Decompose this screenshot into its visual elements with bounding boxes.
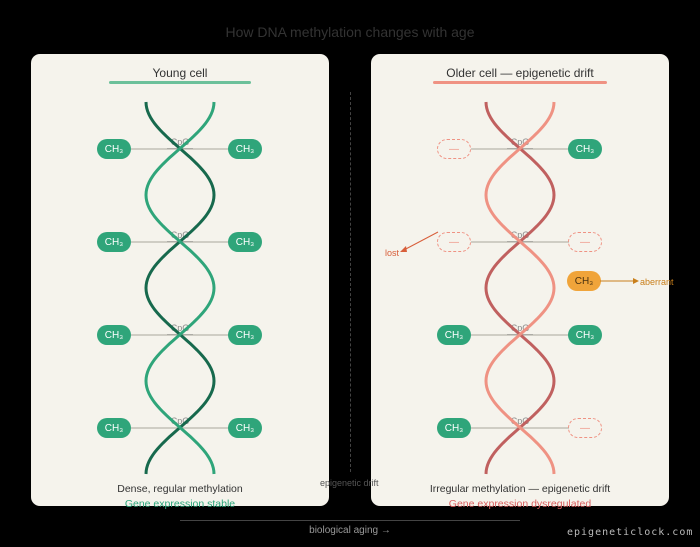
young-strand-a <box>144 101 216 475</box>
young-cell-panel: Young cell CpG CpG CpG CpG Dense, regular m… <box>31 54 329 510</box>
old-cpg-label: CpG <box>511 230 530 240</box>
lost-arrowhead <box>400 246 407 252</box>
old-unmethylated-pill: — <box>437 232 471 252</box>
aging-axis-label: biological aging → <box>309 525 391 536</box>
young-dna-helix: CpG CpG CpG CpG <box>131 101 229 475</box>
old-unmethylated-pill: — <box>568 232 602 252</box>
older-cell-title: Older cell — epigenetic drift <box>446 66 594 80</box>
young-methyl-pill: CH₃ <box>228 418 262 438</box>
drift-label: epigenetic drift <box>320 478 379 488</box>
aging-axis-line <box>180 520 520 521</box>
young-title-underline <box>109 81 251 84</box>
young-methyl-pill: CH₃ <box>97 418 131 438</box>
lost-arrow <box>401 231 439 252</box>
young-cpg-label: CpG <box>171 416 190 426</box>
diagram-title: How DNA methylation changes with age <box>225 24 475 40</box>
young-cpg-label: CpG <box>171 230 190 240</box>
old-unmethylated-pill: — <box>437 139 471 159</box>
young-caption: Dense, regular methylation <box>117 483 243 495</box>
young-cpg-label: CpG <box>171 137 190 147</box>
young-strand-b <box>144 101 216 475</box>
young-methyl-pill: CH₃ <box>97 232 131 252</box>
old-cpg-label: CpG <box>511 416 530 426</box>
old-methyl-pill: CH₃ <box>568 325 602 345</box>
old-cpg-label: CpG <box>511 323 530 333</box>
watermark: epigeneticlock.com <box>567 527 694 538</box>
young-cpg-label: CpG <box>171 323 190 333</box>
young-methyl-pill: CH₃ <box>97 139 131 159</box>
young-methyl-pill: CH₃ <box>228 232 262 252</box>
old-strand-a <box>484 101 556 475</box>
aberrant-label: aberrant <box>640 277 674 287</box>
older-subcaption: Gene expression dysregulated <box>448 498 592 510</box>
panel-divider <box>350 92 351 472</box>
young-subcaption: Gene expression stable <box>124 498 236 510</box>
lost-label: lost <box>385 248 400 258</box>
young-methyl-pill: CH₃ <box>228 325 262 345</box>
young-methyl-pill: CH₃ <box>228 139 262 159</box>
old-unmethylated-pill: — <box>568 418 602 438</box>
old-cpg-label: CpG <box>511 137 530 147</box>
aberrant-arrowhead <box>633 278 639 284</box>
old-methyl-pill: CH₃ <box>568 139 602 159</box>
old-methyl-pill: CH₃ <box>437 418 471 438</box>
old-methyl-pill: CH₃ <box>437 325 471 345</box>
old-aberrant-methyl-pill: CH₃ <box>567 271 601 291</box>
young-methyl-pill: CH₃ <box>97 325 131 345</box>
old-strand-b <box>484 101 556 475</box>
older-caption: Irregular methylation — epigenetic drift <box>429 483 611 495</box>
young-cell-title: Young cell <box>152 66 208 80</box>
older-dna-helix: CpG CpG CpG CpG <box>471 101 569 475</box>
older-title-underline <box>433 81 607 84</box>
